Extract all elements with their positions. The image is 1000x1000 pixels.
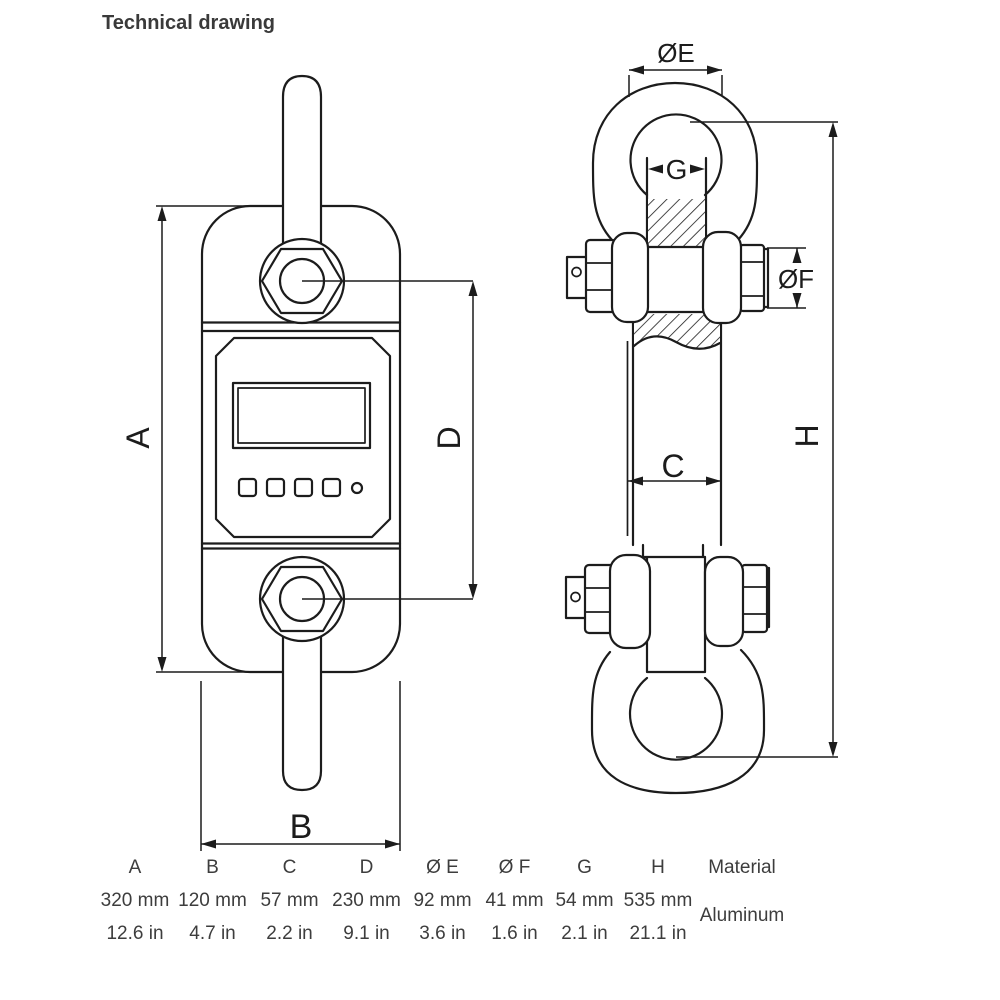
value-h-in: 21.1 in [629,922,687,944]
dimension-g: G [648,154,705,185]
top-lug-hatch [648,199,705,246]
top-lug-sides [645,156,708,249]
dim-label-e: ØE [657,38,695,68]
value-f-in: 1.6 in [491,922,538,944]
value-a-in: 12.6 in [106,922,164,944]
top-pin-left-cap [565,255,589,300]
break-line [632,335,722,350]
body-side-edges [631,311,723,547]
dim-label-d: D [431,426,467,449]
value-c-mm: 57 mm [260,889,319,911]
bottom-neck [641,543,707,559]
table-header-b: B [206,857,219,878]
body-section-hatch [634,314,720,349]
indicator-led [350,481,364,495]
bottom-pin-hardware [564,553,771,650]
value-g-mm: 54 mm [555,889,614,911]
value-c-in: 2.2 in [266,922,313,944]
top-shackle-opening [629,113,723,197]
front-view: A D B [120,74,478,851]
dimension-c: C [628,448,721,486]
dim-label-h: H [789,424,825,447]
dim-label-b: B [290,808,313,846]
dimension-e: ØE [628,38,723,97]
display-panel-outline [214,336,392,539]
value-b-in: 4.7 in [189,922,236,944]
table-row-mm: 320 mm 120 mm 57 mm 230 mm 92 mm 41 mm 5… [96,883,788,927]
table-header-g: G [577,857,592,878]
value-b-mm: 120 mm [178,889,247,911]
dim-label-f: ØF [778,264,814,294]
dim-label-a: A [120,427,156,449]
dimensions-table: A B C D Ø E Ø F G H Material 320 mm 120 … [96,853,788,949]
dimension-b: B [200,681,401,851]
table-header-c: C [282,857,297,878]
lcd-display-inner [237,387,366,444]
dimension-h: H [676,121,838,758]
keypad-button-2 [265,477,286,498]
bottom-right-nut-facets [742,586,767,615]
top-left-washer [610,231,650,324]
value-d-in: 9.1 in [343,922,390,944]
keypad-button-1 [237,477,258,498]
value-material: Aluminum [699,905,785,926]
dimension-d: D [302,280,478,600]
side-view: ØE G ØF C H [564,38,838,795]
lcd-display-outer [231,381,372,450]
table-header-e: Ø E [426,857,459,878]
page-title: Technical drawing [102,12,275,34]
dim-label-g: G [666,154,688,185]
top-pin-section [645,245,708,314]
table-header-material: Material [708,857,776,878]
top-right-nut-facets [740,261,764,297]
dim-label-c: C [661,448,684,484]
value-g-in: 2.1 in [561,922,608,944]
dimension-a: A [120,205,250,673]
table-header-row: A B C D Ø E Ø F G H Material [96,853,788,883]
value-e-in: 3.6 in [419,922,466,944]
top-eye-bar [281,74,323,250]
top-right-nut [738,243,766,313]
value-d-mm: 230 mm [332,889,401,911]
bottom-cotter-hole [570,591,581,603]
table-header-d: D [359,857,374,878]
table-row-in: 12.6 in 4.7 in 2.2 in 9.1 in 3.6 in 1.6 … [96,918,788,949]
keypad-button-4 [321,477,342,498]
value-a-mm: 320 mm [100,889,170,911]
bottom-right-washer [703,555,745,648]
top-right-washer [701,230,743,325]
value-h-mm: 535 mm [623,889,693,911]
top-pin-hardware [565,230,770,325]
bottom-right-nut [740,563,769,634]
bottom-lug [645,555,707,674]
bottom-shackle-outer [590,648,766,795]
bottom-shackle-opening [628,676,724,761]
value-f-mm: 41 mm [485,889,544,911]
bottom-left-washer [608,553,652,650]
bottom-eye-bar [281,604,323,792]
top-shackle-outer [591,81,759,242]
table-header-h: H [651,857,665,878]
bottom-pin-left-cap [564,575,588,620]
top-cotter-hole [571,266,582,278]
keypad-button-3 [293,477,314,498]
dimension-f: ØF [767,247,814,309]
value-e-mm: 92 mm [413,889,472,911]
table-header-f: Ø F [498,857,531,878]
table-header-a: A [128,857,142,878]
